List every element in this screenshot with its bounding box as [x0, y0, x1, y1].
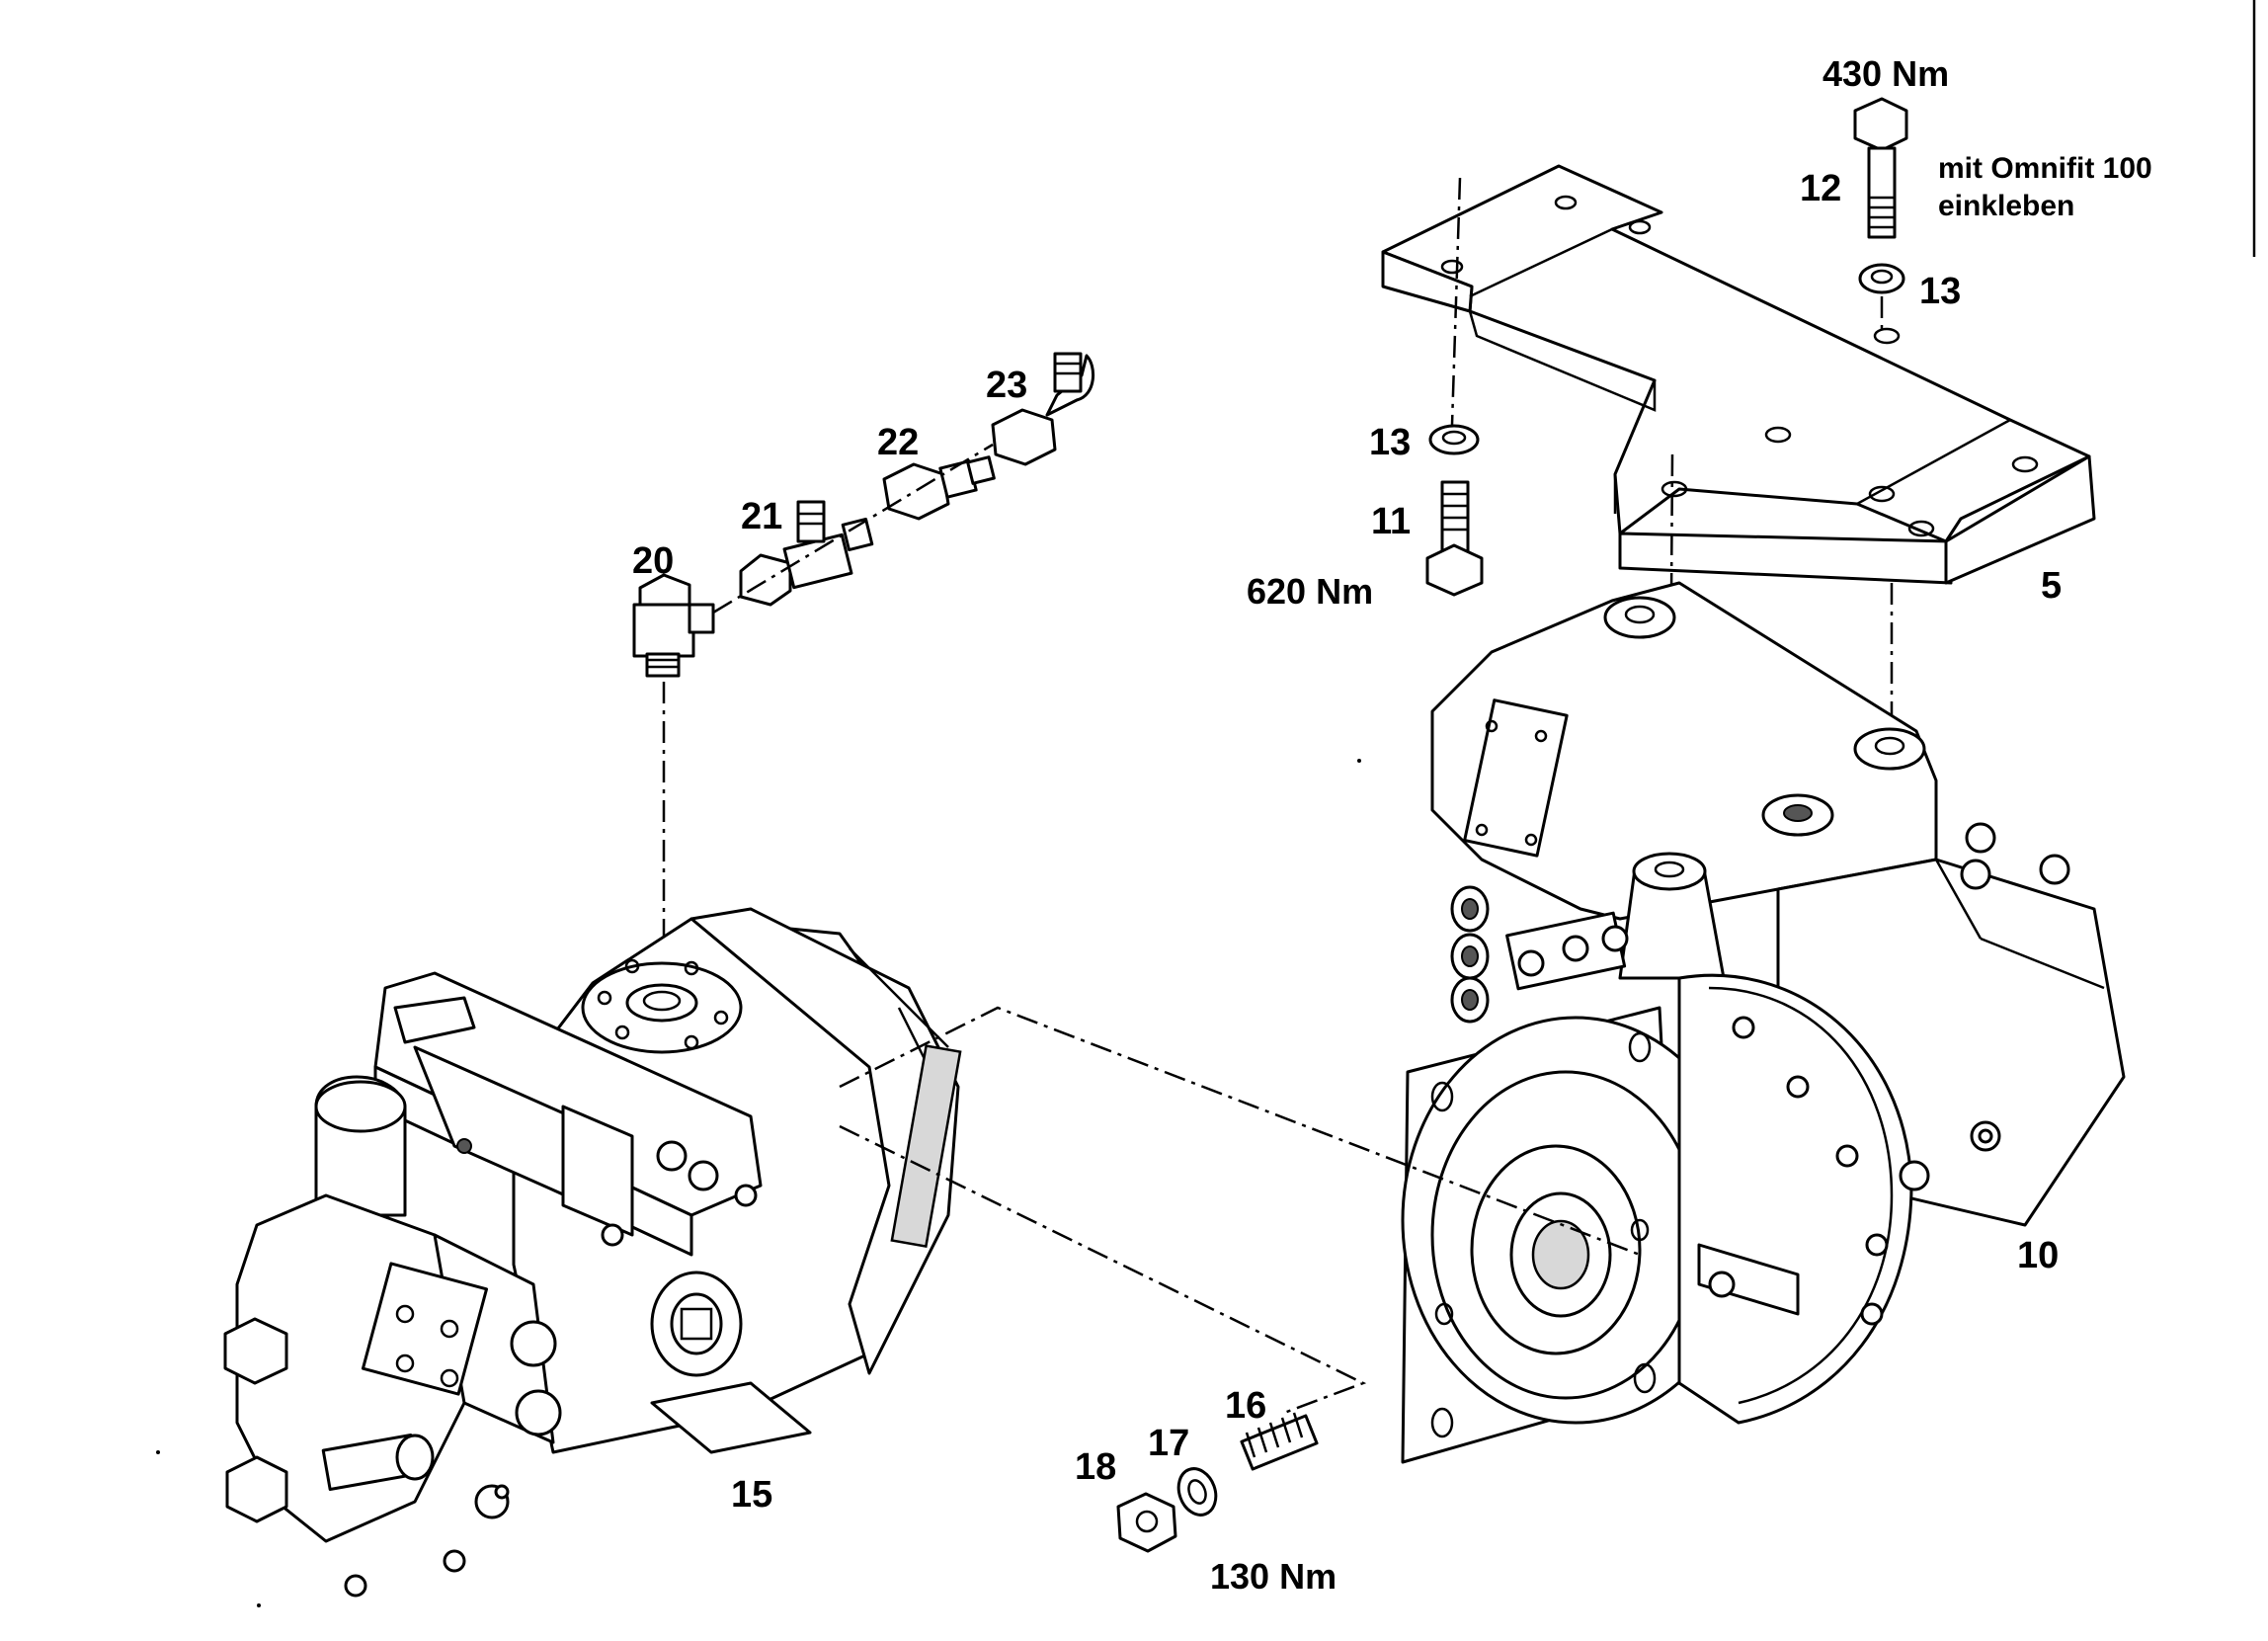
- callout-part-10: 10: [2017, 1235, 2059, 1276]
- torque-label-bolt-11: 620 Nm: [1247, 571, 1373, 612]
- washer-part-13-lower: [1428, 424, 1480, 455]
- washer-part-17: [1176, 1467, 1218, 1517]
- callout-part-23: 23: [986, 365, 1027, 406]
- bolt-part-11: [1425, 480, 1484, 597]
- callout-part-11: 11: [1371, 501, 1411, 542]
- adhesive-note: mit Omnifit 100 einkleben: [1938, 152, 2152, 222]
- callout-part-16: 16: [1225, 1385, 1266, 1427]
- nut-part-18: [1116, 1492, 1177, 1553]
- adhesive-note-line-1: mit Omnifit 100: [1938, 152, 2152, 185]
- bracket-plate-part-5: [1381, 164, 2096, 585]
- torque-label-bolt-12: 430 Nm: [1822, 53, 1949, 94]
- callout-labels: 5 10 11 12 13 13 15 16 17 18 20 21 22 23: [632, 168, 2062, 1516]
- pump-unit-part-15: [223, 907, 962, 1598]
- callout-part-20: 20: [632, 540, 674, 582]
- tee-fitting-part-21: [739, 500, 874, 607]
- pump-unit-part-10: [1401, 581, 2126, 1464]
- torque-label-nut-18: 130 Nm: [1210, 1556, 1336, 1597]
- elbow-fitting-part-23: [991, 352, 1095, 466]
- callout-part-17: 17: [1148, 1423, 1189, 1464]
- washer-part-13-upper: [1858, 263, 1905, 294]
- callout-part-13-upper: 13: [1919, 271, 1961, 312]
- bolt-part-12: [1853, 97, 1908, 239]
- torque-labels: 430 Nm 620 Nm 130 Nm: [1210, 53, 1949, 1597]
- callout-part-13-lower: 13: [1369, 422, 1411, 463]
- elbow-fitting-part-20: [632, 573, 715, 678]
- callout-part-5: 5: [2041, 565, 2062, 607]
- callout-part-21: 21: [741, 496, 782, 537]
- callout-part-15: 15: [731, 1474, 772, 1516]
- stud-part-16: [1240, 1412, 1319, 1471]
- callout-part-18: 18: [1075, 1446, 1116, 1488]
- callout-part-12: 12: [1800, 168, 1841, 209]
- adhesive-note-line-2: einkleben: [1938, 190, 2074, 222]
- callout-part-22: 22: [877, 422, 919, 463]
- union-fitting-part-22: [882, 455, 996, 521]
